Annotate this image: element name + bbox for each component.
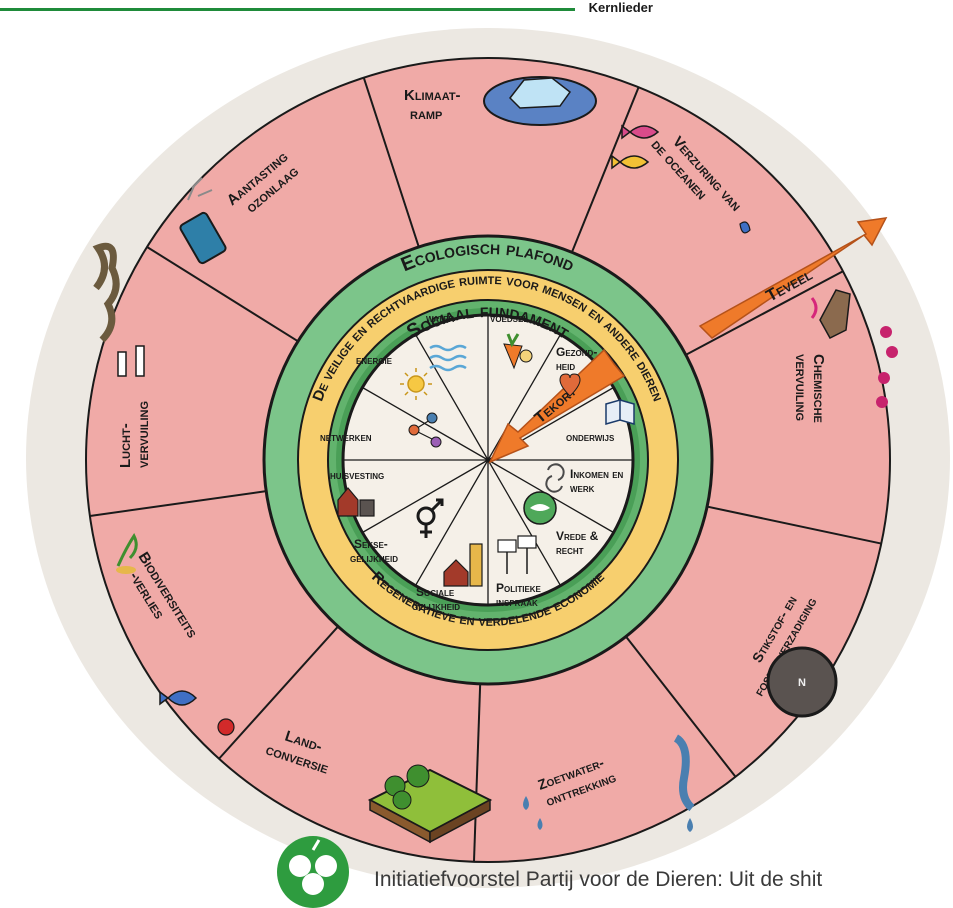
water-drop-icon <box>523 734 695 832</box>
factory-pollution-icon <box>810 289 898 408</box>
melting-ice-icon <box>483 76 597 126</box>
header-bar: Kernlieder <box>0 0 653 15</box>
house-icon <box>337 487 375 517</box>
vegetables-icon <box>503 333 533 370</box>
nitrogen-symbol: N <box>798 677 806 689</box>
overshoot-dividers <box>89 77 882 862</box>
sun-icon <box>400 368 432 400</box>
shortfall-label-voedsel: voedsel <box>490 311 528 325</box>
shortfall-label-huisvesting: huisvesting <box>330 468 384 482</box>
spray-can-icon <box>179 177 227 265</box>
party-logo <box>277 836 349 908</box>
footer-caption: Initiatiefvoorstel Partij voor de Dieren… <box>374 868 823 891</box>
overshoot-label-chemisch: Chemische vervuiling <box>792 354 827 427</box>
shortfall-divider <box>362 459 489 534</box>
shortfall-label-inkomen: Inkomen en werk <box>570 467 627 495</box>
header-underline <box>0 0 575 11</box>
overshoot-divider <box>362 77 420 248</box>
gender-icon <box>416 498 444 538</box>
overshoot-divider <box>89 490 267 517</box>
protest-signs-icon <box>497 535 537 574</box>
houses-icon <box>443 543 483 587</box>
shortfall-label-onderwijs: onderwijs <box>566 430 615 444</box>
dove-globe-icon <box>523 491 557 525</box>
shortfall-labels: voedsel Gezond- heid onderwijs Inkomen e… <box>320 311 627 613</box>
waves-icon <box>429 344 467 372</box>
shortfall-label-sociale: Sociale gelijkheid <box>412 585 460 613</box>
overshoot-divider <box>472 683 482 862</box>
overshoot-divider <box>146 246 299 343</box>
overshoot-label-klimaat: Klimaat- ramp <box>404 87 465 123</box>
header-text: Kernlieder <box>588 0 653 15</box>
nitrogen-icon: N <box>766 646 838 718</box>
shortfall-divider <box>414 334 489 461</box>
cycle-icon <box>545 463 565 493</box>
shortfall-divider <box>414 459 489 586</box>
overshoot-label-lucht: Lucht- vervuiling <box>117 401 152 468</box>
shortfall-divider <box>487 459 562 586</box>
shortfall-label-vrede: Vrede & recht <box>556 529 602 557</box>
overshoot-divider <box>218 625 339 760</box>
fish-ladybug-icon <box>116 533 235 736</box>
forest-icon <box>367 764 493 844</box>
overshoot-divider <box>625 635 737 778</box>
shortfall-divider <box>362 386 489 461</box>
overshoot-divider <box>685 270 844 356</box>
fish-icon <box>611 124 751 234</box>
heart-icon <box>559 373 581 397</box>
shortfall-label-politieke: Politieke inspraak <box>496 581 544 609</box>
shortfall-label-netwerken: netwerken <box>320 430 372 444</box>
shortfall-label-water: water <box>426 311 455 325</box>
shortfall-label-sekse: Sekse- gelijkheid <box>350 537 398 565</box>
shortfall-label-energie: energie <box>356 353 393 367</box>
network-icon <box>408 412 442 448</box>
overshoot-divider <box>706 505 882 545</box>
smoke-icon <box>92 242 145 377</box>
overshoot-divider <box>570 86 640 253</box>
book-icon <box>605 399 635 425</box>
shortfall-label-gezondheid: Gezond- heid <box>556 345 601 373</box>
